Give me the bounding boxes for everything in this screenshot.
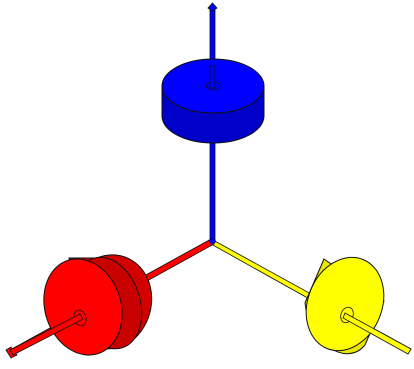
z-axis-shaft-top — [209, 65, 216, 89]
y-axis — [210, 239, 412, 355]
origin-point — [209, 237, 216, 245]
z-axis — [161, 2, 265, 243]
x-axis — [5, 238, 215, 359]
y-axis-shaft-front — [342, 312, 412, 355]
y-disc-face — [305, 256, 385, 352]
z-axis-arrow-tip — [207, 2, 218, 12]
x-disc-face — [43, 258, 123, 356]
x-axis-disc — [9, 254, 153, 356]
x-axis-shaft-front — [9, 313, 84, 356]
z-axis-disc — [161, 58, 265, 144]
y-axis-disc — [304, 256, 412, 355]
